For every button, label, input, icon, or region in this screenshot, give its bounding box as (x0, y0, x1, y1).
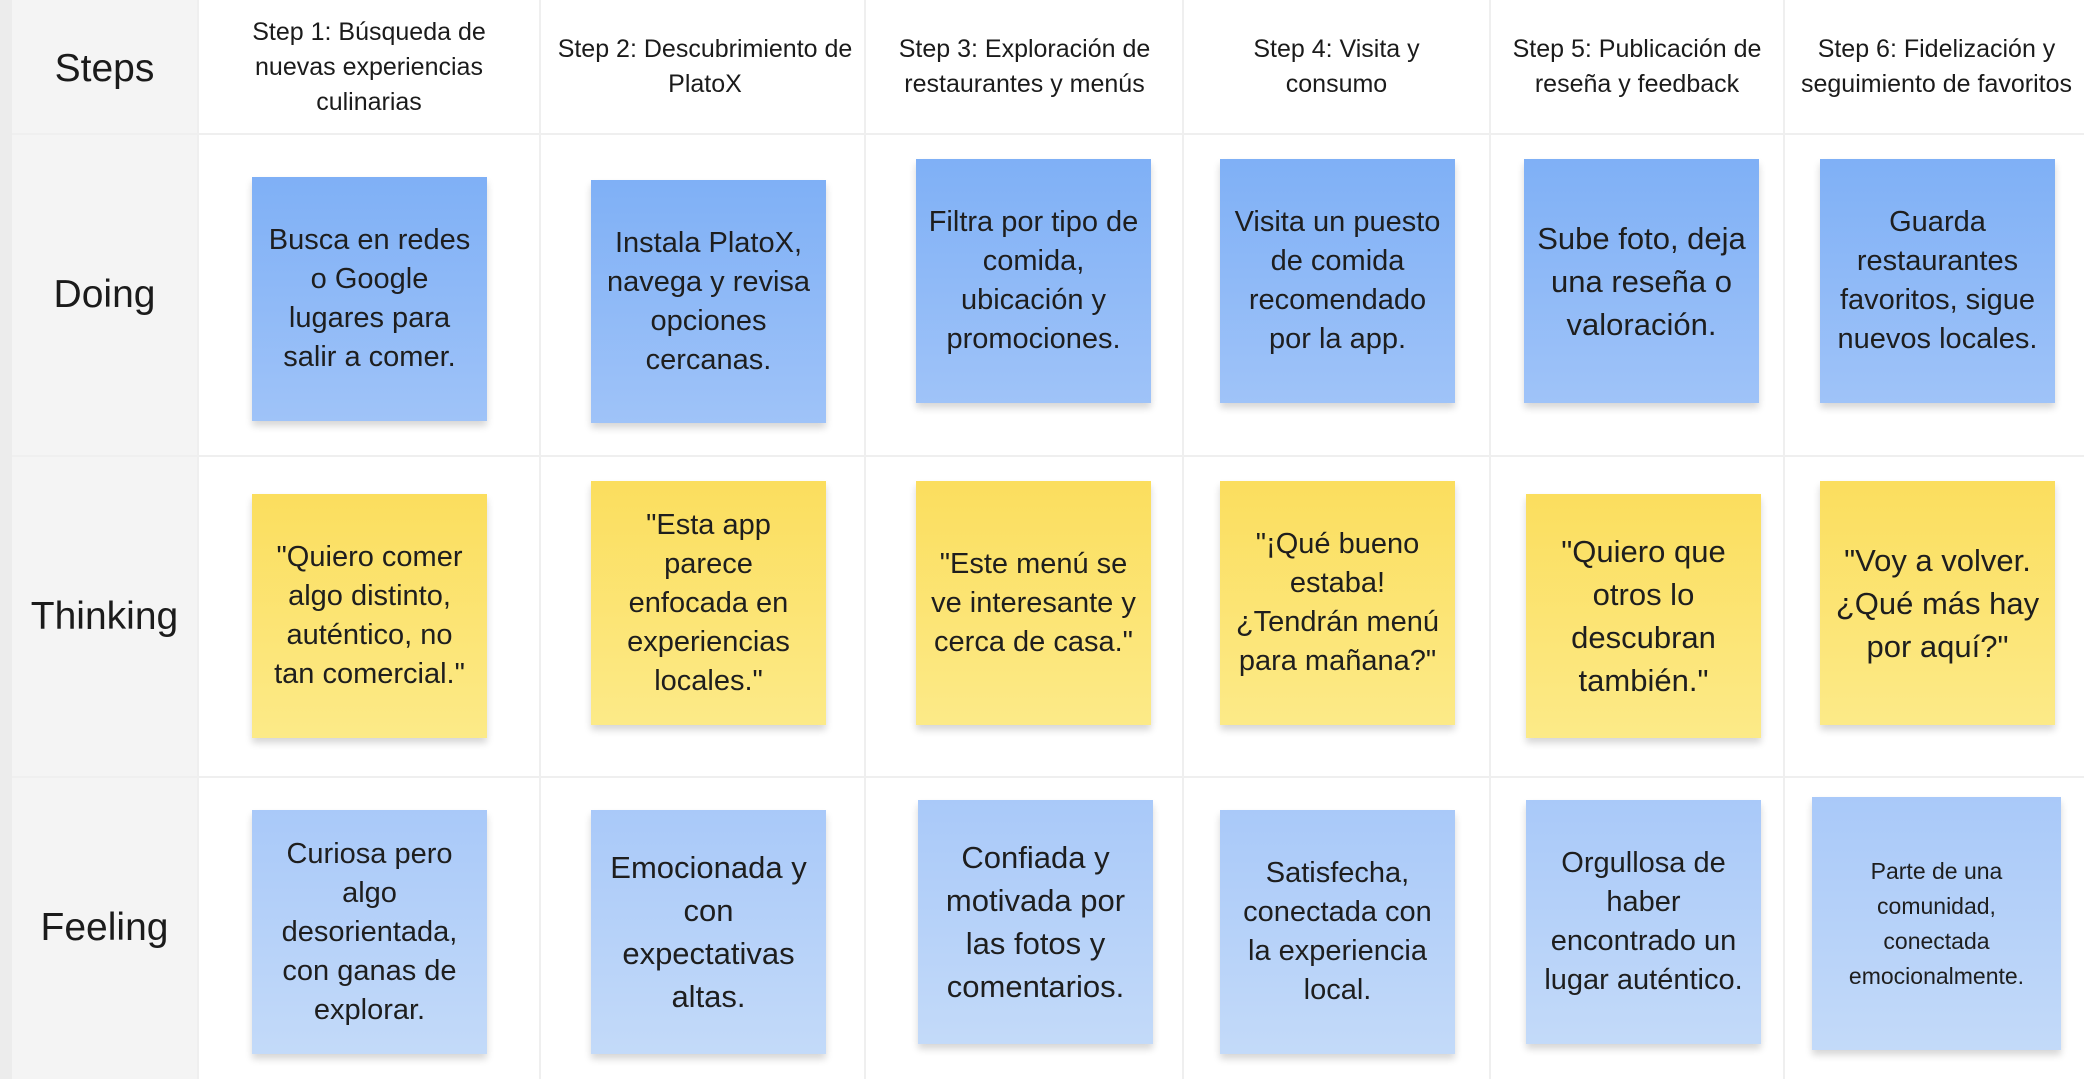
step-header-1: Step 1: Búsqueda de nuevas experiencias … (252, 17, 486, 116)
step-header-2: Step 2: Descubrimiento de PlatoX (557, 35, 853, 98)
doing-note-6[interactable]: Guarda restaurantes favoritos, sigue nue… (1820, 159, 2055, 403)
grid-line (1489, 0, 1491, 1079)
feeling-note-2[interactable]: Emocionada y con expectativas altas. (591, 810, 826, 1054)
step-header-5: Step 5: Publicación de reseña y feedback (1512, 35, 1762, 98)
thinking-note-5[interactable]: "Quiero que otros lo descubran también." (1526, 494, 1761, 738)
row-header-column (12, 0, 197, 1079)
grid-line (12, 133, 2084, 135)
doing-note-5[interactable]: Sube foto, deja una reseña o valoración. (1524, 159, 1759, 403)
feeling-note-3[interactable]: Confiada y motivada por las fotos y come… (918, 800, 1153, 1044)
thinking-note-4[interactable]: "¡Qué bueno estaba! ¿Tendrán menú para m… (1220, 481, 1455, 725)
thinking-note-1[interactable]: "Quiero comer algo distinto, auténtico, … (252, 494, 487, 738)
board-edge (0, 0, 12, 1079)
grid-line (1783, 0, 1785, 1079)
doing-note-4[interactable]: Visita un puesto de comida recomendado p… (1220, 159, 1455, 403)
doing-note-3[interactable]: Filtra por tipo de comida, ubicación y p… (916, 159, 1151, 403)
grid-line (864, 0, 866, 1079)
thinking-note-6[interactable]: "Voy a volver. ¿Qué más hay por aquí?" (1820, 481, 2055, 725)
row-label-thinking: Thinking (30, 595, 179, 638)
grid-line (197, 0, 199, 1079)
thinking-note-2[interactable]: "Esta app parece enfocada en experiencia… (591, 481, 826, 725)
row-label-feeling: Feeling (40, 906, 169, 949)
feeling-note-4[interactable]: Satisfecha, conectada con la experiencia… (1220, 810, 1455, 1054)
step-header-4: Step 4: Visita y consumo (1253, 35, 1420, 98)
feeling-note-6[interactable]: Parte de una comunidad, conectada emocio… (1812, 797, 2061, 1050)
grid-line (1182, 0, 1184, 1079)
doing-note-2[interactable]: Instala PlatoX, navega y revisa opciones… (591, 180, 826, 423)
grid-line (12, 455, 2084, 457)
grid-line (539, 0, 541, 1079)
step-header-6: Step 6: Fidelización y seguimiento de fa… (1801, 35, 2072, 98)
grid-line (12, 776, 2084, 778)
feeling-note-1[interactable]: Curiosa pero algo desorientada, con gana… (252, 810, 487, 1054)
doing-note-1[interactable]: Busca en redes o Google lugares para sal… (252, 177, 487, 421)
feeling-note-5[interactable]: Orgullosa de haber encontrado un lugar a… (1526, 800, 1761, 1044)
row-label-doing: Doing (53, 273, 156, 316)
row-label-steps: Steps (54, 47, 155, 90)
step-header-3: Step 3: Exploración de restaurantes y me… (898, 35, 1151, 98)
thinking-note-3[interactable]: "Este menú se ve interesante y cerca de … (916, 481, 1151, 725)
